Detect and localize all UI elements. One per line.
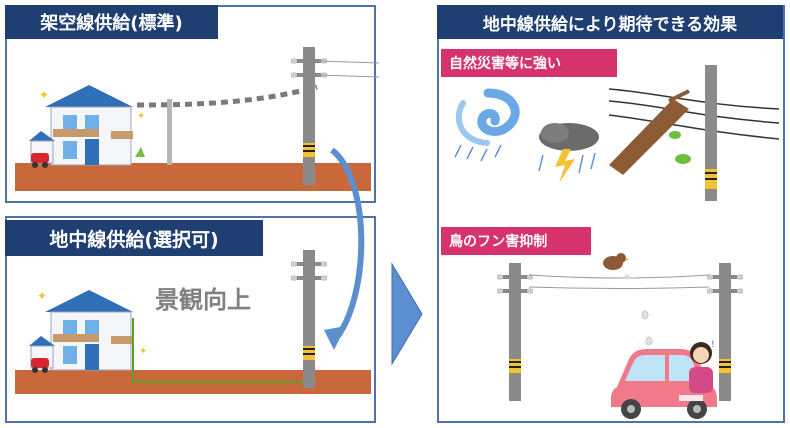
utility-pole-icon — [497, 263, 533, 401]
utility-pole-icon — [707, 263, 743, 401]
overhead-panel-title: 架空線供給(標準) — [5, 5, 218, 39]
thunderstorm-icon — [538, 123, 599, 183]
curved-arrow — [324, 147, 365, 350]
svg-text:✦: ✦ — [139, 346, 147, 357]
house-icon: ✦ ✦ — [29, 289, 147, 373]
disaster-tag: 自然災害等に強い — [441, 49, 617, 77]
car-icon — [611, 349, 717, 419]
svg-text:✦: ✦ — [137, 111, 145, 122]
svg-text:!: ! — [711, 340, 715, 350]
scenic-label: 景観向上 — [155, 286, 251, 314]
pole-wires — [528, 274, 710, 289]
pole-wires — [318, 60, 380, 78]
effects-panel: 地中線供給により期待できる効果 自然災害等に強い — [437, 5, 785, 423]
house-icon: ✦ ✦ — [29, 85, 145, 168]
typhoon-icon — [454, 88, 520, 162]
person-icon: ! — [689, 340, 715, 393]
underground-panel: 地中線供給(選択可) 景観向上 ✦ ✦ — [5, 216, 376, 423]
utility-pole-icon — [291, 47, 327, 185]
bird-icon — [603, 253, 629, 270]
overhead-cable — [136, 84, 318, 108]
svg-text:✦: ✦ — [37, 289, 47, 303]
bird-tag: 鳥のフン害抑制 — [441, 227, 591, 255]
utility-pole-icon — [291, 250, 327, 388]
overhead-panel: 架空線供給(標準) ✦ ✦ — [5, 5, 380, 203]
fallen-tree-icon — [608, 65, 780, 201]
effects-panel-title: 地中線供給により期待できる効果 — [437, 5, 783, 39]
svg-text:✦: ✦ — [39, 88, 49, 102]
bird-droppings — [624, 274, 653, 346]
service-pole — [167, 99, 172, 165]
underground-panel-title: 地中線供給(選択可) — [5, 220, 263, 256]
right-arrow — [391, 262, 423, 366]
